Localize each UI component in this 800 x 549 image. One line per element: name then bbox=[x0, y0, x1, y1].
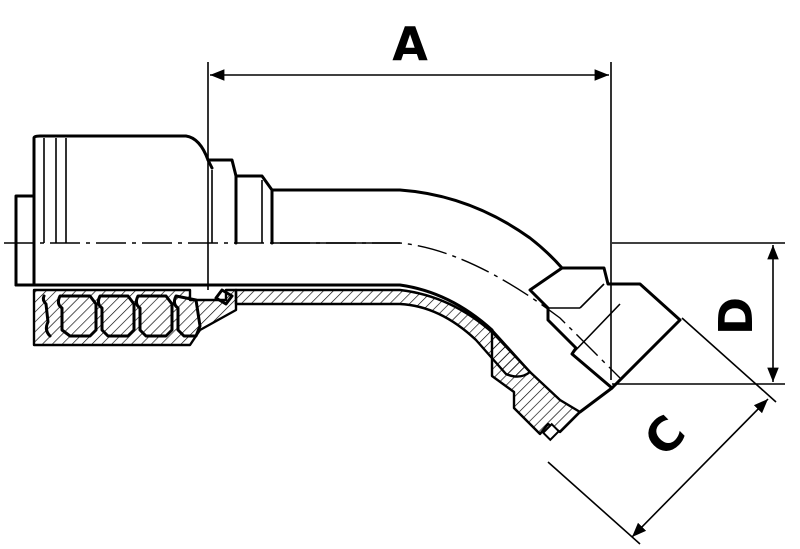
tube-wall-section bbox=[234, 288, 532, 378]
tube-inner-lower bbox=[203, 283, 494, 332]
section-view bbox=[32, 288, 582, 442]
flange-line-3 bbox=[571, 303, 621, 355]
flange-head-section bbox=[490, 328, 582, 436]
flange-outline bbox=[528, 266, 682, 390]
nipple-collar bbox=[206, 158, 274, 245]
dimension-c-extension-bottom bbox=[547, 461, 641, 545]
hose-ferrule bbox=[14, 134, 214, 287]
tube-outer-upper bbox=[270, 188, 564, 270]
dimension-a: A bbox=[207, 17, 612, 380]
dimension-c: C bbox=[547, 317, 777, 545]
ferrule-outline bbox=[32, 134, 214, 287]
dimension-c-line bbox=[631, 398, 769, 538]
collar-front bbox=[206, 158, 238, 245]
o-ring-groove bbox=[541, 422, 561, 442]
collar-step bbox=[234, 174, 274, 245]
ferrule-teeth bbox=[41, 288, 234, 338]
dimension-c-extension-top bbox=[681, 317, 777, 403]
dimension-c-label: C bbox=[634, 405, 696, 467]
ferrule-back-cap bbox=[14, 194, 36, 287]
dimension-a-label: A bbox=[392, 17, 428, 71]
bent-tube bbox=[203, 188, 564, 332]
flange-line-1 bbox=[579, 283, 605, 309]
flange-head bbox=[528, 266, 682, 414]
dimension-d-label: D bbox=[709, 297, 763, 335]
flange-face-edge bbox=[578, 386, 614, 414]
dimension-d: D bbox=[612, 242, 785, 385]
